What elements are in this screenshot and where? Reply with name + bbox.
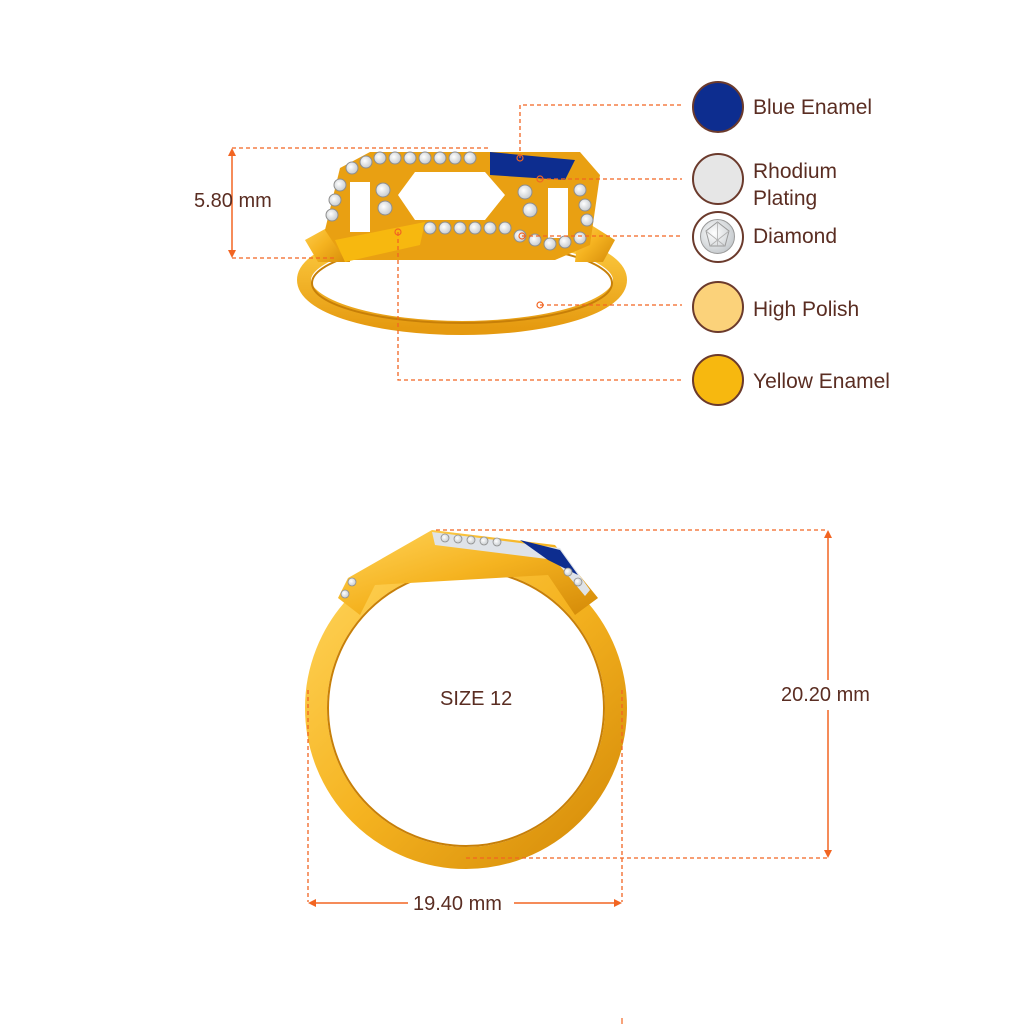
ring-width-label-bg [408, 890, 514, 918]
ring-height-arrow-down [824, 850, 832, 858]
yellow-enamel-bar [335, 222, 425, 262]
ring-width-arrow-right [614, 899, 622, 907]
high-polish-swatch-icon [692, 281, 744, 333]
top-height-label: 5.80 mm [194, 190, 272, 212]
ring-height-label: 20.20 mm [781, 684, 870, 706]
legend-high-polish: High Polish [753, 298, 860, 321]
top-height-arrow-down [228, 250, 236, 258]
diamond-row [325, 151, 594, 251]
frame-opening-right [548, 188, 568, 238]
side-blue-enamel [520, 540, 578, 575]
ring-height-arrow-up [824, 530, 832, 538]
side-diamonds [340, 533, 583, 599]
ring-top-view [297, 151, 627, 335]
diamond-facet-icon [700, 219, 735, 254]
rhodium-plating-swatch-icon [692, 153, 744, 205]
diamond-swatch-icon [692, 211, 744, 263]
legend-diamond: Diamond [753, 225, 838, 248]
legend-blue-enamel: Blue Enamel [753, 96, 873, 119]
leader-anchor-dots [394, 154, 544, 309]
legend-rhodium-plating: Rhodium Plating [753, 160, 838, 210]
top-height-dimension [232, 147, 490, 259]
top-height-arrow-up [228, 148, 236, 156]
legend-leader-lines [397, 104, 682, 381]
side-dimension-guides [307, 529, 828, 902]
frame-opening-left [350, 182, 370, 232]
blue-enamel-swatch-icon [692, 81, 744, 133]
yellow-enamel-swatch-icon [692, 354, 744, 406]
ring-width-arrow-left [308, 899, 316, 907]
ring-size-label: SIZE 12 [440, 688, 513, 710]
legend-yellow-enamel: Yellow Enamel [753, 370, 890, 393]
blue-enamel-bar [490, 152, 575, 180]
frame-opening-center [398, 172, 505, 220]
ring-height-label-bg [775, 680, 881, 710]
ring-width-label: 19.40 mm [413, 893, 502, 915]
